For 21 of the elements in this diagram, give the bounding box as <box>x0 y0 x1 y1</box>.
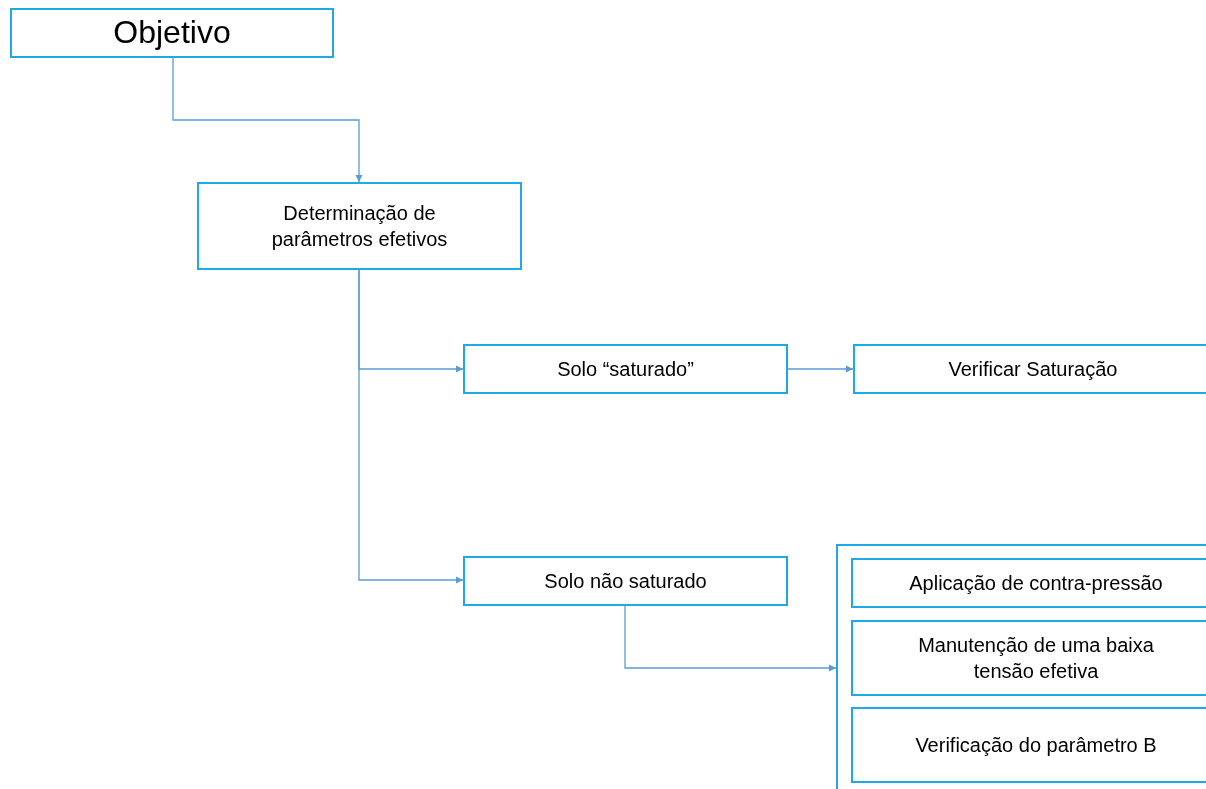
box-label: Verificar Saturação <box>947 357 1119 382</box>
group-bracket <box>836 544 1206 789</box>
process-box <box>463 344 788 394</box>
arrow <box>787 365 854 373</box>
arrow <box>624 605 837 672</box>
process-box <box>197 182 522 270</box>
process-box <box>851 620 1206 696</box>
box-label: Determinação de parâmetros efetivos <box>270 201 449 252</box>
box-label: Aplicação de contra-pressão <box>908 571 1164 596</box>
box-label: Solo não saturado <box>543 569 708 594</box>
process-box <box>853 344 1206 394</box>
box-label: Objetivo <box>112 13 232 53</box>
arrow <box>172 57 363 183</box>
arrow <box>358 269 464 584</box>
box-label: Manutenção de uma baixa tensão efetiva <box>917 633 1155 684</box>
process-box <box>10 8 334 58</box>
box-label: Solo “saturado” <box>556 357 695 382</box>
process-box <box>463 556 788 606</box>
process-box <box>851 558 1206 608</box>
process-box <box>851 707 1206 783</box>
box-label: Verificação do parâmetro B <box>914 733 1158 758</box>
